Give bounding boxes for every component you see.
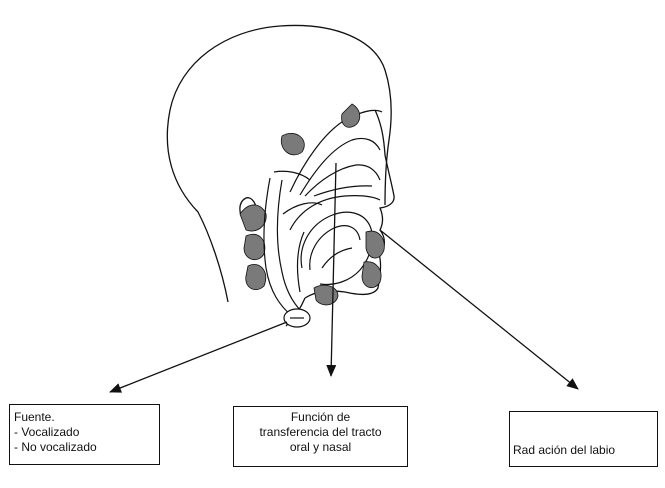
larynx xyxy=(284,309,310,327)
spine-and-pharynx xyxy=(264,171,310,316)
transfer-line-2: transferencia del tracto xyxy=(238,425,403,440)
arrow-to-radiation xyxy=(380,230,578,389)
arrow-to-transfer xyxy=(331,163,336,376)
head-outline xyxy=(167,25,394,326)
transfer-line-3: oral y nasal xyxy=(238,440,403,455)
source-item-unvoiced: - No vocalizado xyxy=(14,440,159,455)
arrows xyxy=(110,163,578,392)
source-box: Fuente. - Vocalizado - No vocalizado xyxy=(9,404,160,465)
transfer-line-1: Función de xyxy=(238,410,403,425)
source-title: Fuente. xyxy=(14,410,159,425)
nasal-cavity xyxy=(283,110,382,230)
source-item-voiced: - Vocalizado xyxy=(14,425,159,440)
tissue-hatching xyxy=(240,104,384,305)
lip-radiation-box: Rad ación del labio xyxy=(509,411,658,467)
radiation-label: Rad ación del labio xyxy=(513,443,657,458)
transfer-function-box: Función de transferencia del tracto oral… xyxy=(233,406,408,467)
arrow-to-source xyxy=(110,322,287,392)
